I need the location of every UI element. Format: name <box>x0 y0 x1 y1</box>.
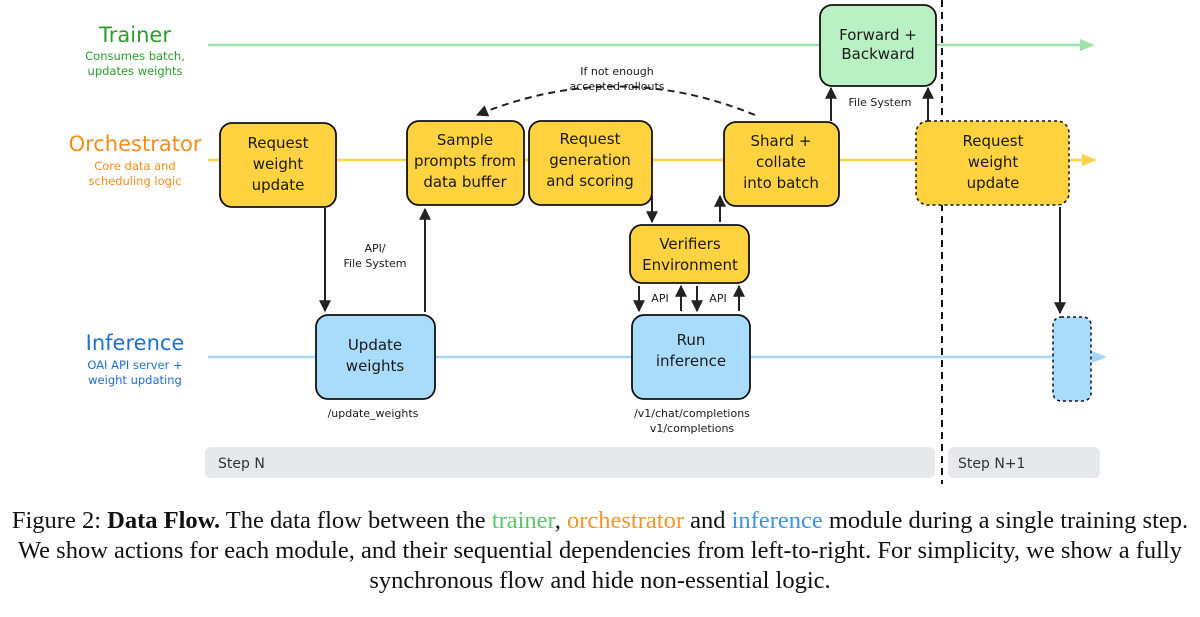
svg-text:Environment: Environment <box>642 256 738 274</box>
svg-text:Request: Request <box>963 132 1024 150</box>
svg-text:Request: Request <box>560 130 621 148</box>
forward-backward-box: Forward + Backward <box>819 4 937 87</box>
step-n-bar <box>205 447 935 478</box>
svg-text:generation: generation <box>549 151 631 169</box>
update-weights-endpoint: /update_weights <box>328 407 419 420</box>
step-n-label: Step N <box>218 456 265 472</box>
caption-sep-1: , <box>554 507 567 534</box>
api-label-right: API <box>709 292 726 305</box>
inference-placeholder-box <box>1052 316 1092 402</box>
api-label-left: API <box>651 292 668 305</box>
svg-text:prompts from: prompts from <box>414 152 516 170</box>
api-file-system-label: API/ <box>364 242 385 255</box>
caption-prefix: Figure 2: <box>11 507 108 534</box>
request-weight-update-next-box: Request weight update <box>915 120 1070 206</box>
inference-lane-arrowhead <box>1092 351 1107 363</box>
inference-lane-subtitle-2: weight updating <box>88 373 182 387</box>
file-system-label: File System <box>849 96 912 109</box>
caption-inference: inference <box>731 507 823 534</box>
svg-text:inference: inference <box>656 352 726 370</box>
svg-text:Verifiers: Verifiers <box>659 235 721 253</box>
inference-lane-subtitle: OAI API server + <box>87 358 182 372</box>
trainer-lane-title: Trainer <box>98 23 171 47</box>
trainer-lane-arrowhead <box>1080 39 1095 51</box>
svg-text:data buffer: data buffer <box>423 173 507 191</box>
svg-text:collate: collate <box>756 153 806 171</box>
svg-text:update: update <box>967 174 1020 192</box>
trainer-lane-subtitle-2: updates weights <box>88 64 183 78</box>
update-weights-box: Update weights <box>315 314 436 400</box>
svg-text:Shard +: Shard + <box>751 132 812 150</box>
svg-text:Forward +: Forward + <box>839 26 917 44</box>
svg-text:and scoring: and scoring <box>546 172 634 190</box>
inference-lane-title: Inference <box>86 331 185 355</box>
request-weight-update-box: Request weight update <box>219 122 337 208</box>
trainer-lane-subtitle: Consumes batch, <box>85 49 185 63</box>
step-n-plus-1-label: Step N+1 <box>958 456 1025 472</box>
orchestrator-lane-subtitle-2: scheduling logic <box>89 174 182 188</box>
svg-text:Request: Request <box>248 134 309 152</box>
caption-trainer: trainer <box>491 507 555 534</box>
api-file-system-label-2: File System <box>344 257 407 270</box>
retry-label-2: accepted rollouts <box>569 80 664 93</box>
sample-prompts-box: Sample prompts from data buffer <box>406 120 525 206</box>
shard-collate-box: Shard + collate into batch <box>723 121 840 207</box>
caption-text-1: The data flow between the <box>220 507 492 534</box>
svg-text:Run: Run <box>677 331 706 349</box>
verifiers-environment-box: Verifiers Environment <box>629 224 750 284</box>
svg-text:Update: Update <box>348 336 402 354</box>
svg-text:weight: weight <box>253 155 304 173</box>
orchestrator-lane-subtitle: Core data and <box>94 159 175 173</box>
request-generation-box: Request generation and scoring <box>528 120 653 206</box>
orchestrator-lane-title: Orchestrator <box>69 132 202 156</box>
step-n-plus-1-bar <box>948 447 1100 478</box>
retry-label: If not enough <box>580 65 654 78</box>
svg-text:Backward: Backward <box>841 45 914 63</box>
figure-caption: Figure 2: Data Flow. The data flow betwe… <box>0 506 1200 596</box>
run-inference-box: Run inference <box>631 314 751 400</box>
svg-text:Sample: Sample <box>437 131 493 149</box>
caption-text-2: module during a single training step. We… <box>18 507 1189 594</box>
svg-text:into batch: into batch <box>743 174 819 192</box>
caption-sep-2: and <box>683 507 732 534</box>
orchestrator-lane-arrowhead <box>1082 154 1097 166</box>
completions-endpoint: v1/completions <box>650 422 735 435</box>
svg-text:update: update <box>252 176 305 194</box>
svg-text:weight: weight <box>968 153 1019 171</box>
svg-text:weights: weights <box>346 357 405 375</box>
caption-bold-title: Data Flow. <box>107 507 221 534</box>
chat-completions-endpoint: /v1/chat/completions <box>634 407 750 420</box>
caption-orchestrator: orchestrator <box>566 507 684 534</box>
retry-dashed-arrow <box>475 85 756 117</box>
